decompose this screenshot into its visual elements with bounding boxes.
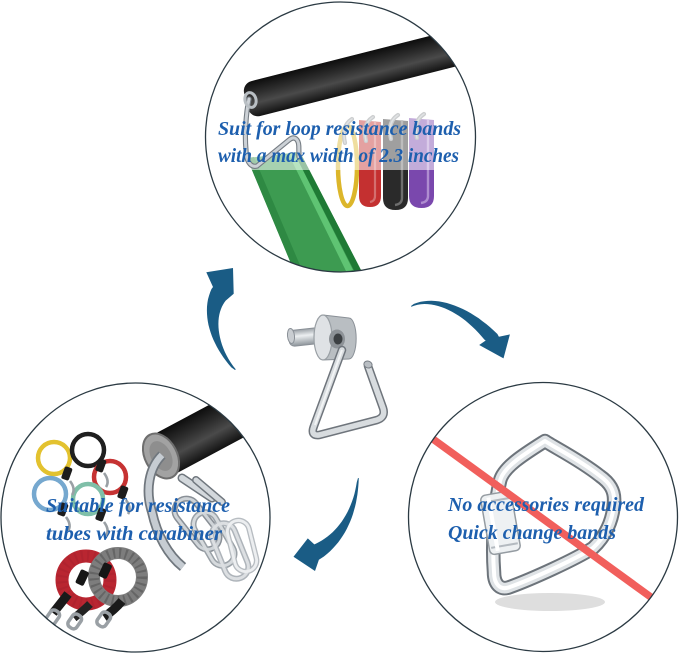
svg-text:Suit for loop resistance bands: Suit for loop resistance bands — [218, 118, 461, 140]
svg-text:tubes with carabiner: tubes with carabiner — [46, 523, 222, 545]
svg-text:Quick change bands: Quick change bands — [448, 522, 616, 544]
svg-text:No accessories required: No accessories required — [447, 494, 645, 516]
svg-text:Suitable for resistance: Suitable for resistance — [46, 495, 230, 517]
svg-text:with a max width of 2.3 inches: with a max width of 2.3 inches — [218, 145, 459, 167]
